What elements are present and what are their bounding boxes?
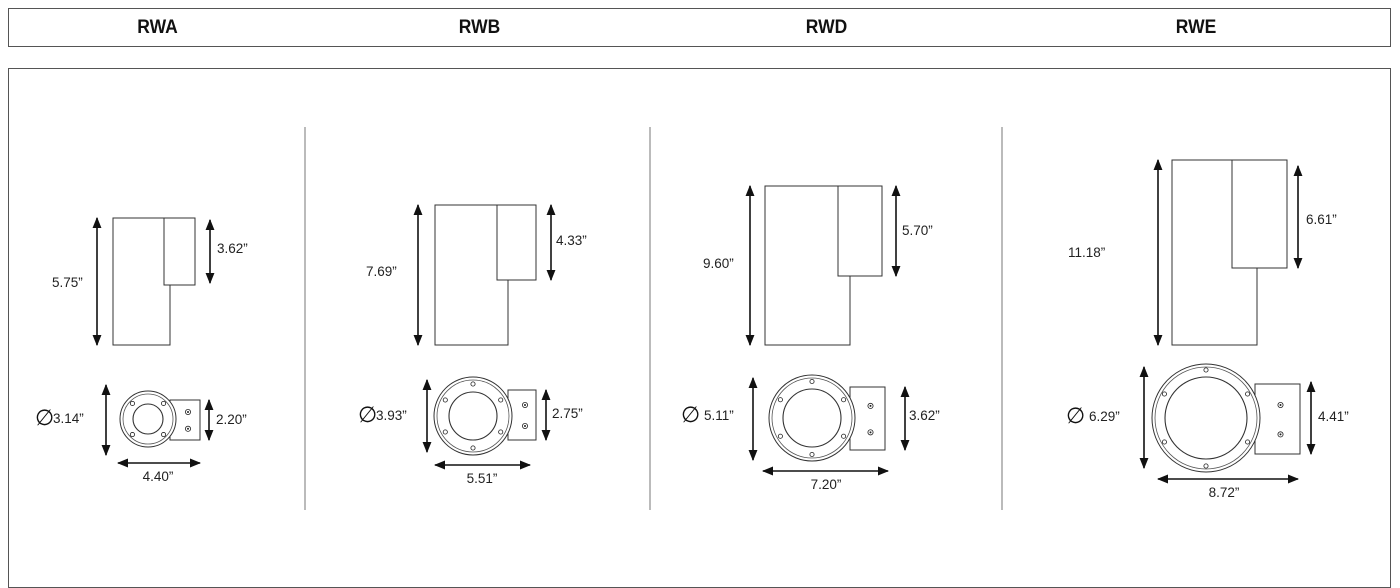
screw-icon [524, 425, 526, 427]
bolt-icon [470, 381, 476, 387]
fixture-ring-detail [436, 379, 510, 453]
depth-label: 5.51” [467, 471, 498, 486]
bolt-icon [1245, 391, 1251, 397]
dimension-drawings: 5.75”3.62”∅3.14”2.20”4.40”7.69”4.33”∅3.9… [35, 127, 1349, 510]
fixture-side-head [1231, 159, 1288, 269]
bolt-icon [1161, 391, 1167, 397]
plate-height-label: 4.41” [1318, 409, 1349, 424]
screw-icon [187, 411, 189, 413]
bolt-icon [129, 432, 135, 438]
bolt-icon [1203, 463, 1209, 469]
depth-label: 8.72” [1209, 485, 1240, 500]
diameter-symbol-icon: ∅ [35, 406, 54, 431]
height-label: 11.18” [1068, 245, 1105, 260]
bolt-icon [841, 397, 847, 403]
bolt-icon [777, 433, 783, 439]
diameter-label: 3.93” [376, 408, 407, 423]
fixture-rwe: 11.18” 6.61” ∅ 6.29” 4.41” 8.72” [1066, 158, 1349, 500]
fixture-side-body [112, 217, 171, 346]
diameter-symbol-icon: ∅ [681, 403, 700, 428]
bolt-icon [498, 397, 504, 403]
fixture-lens [1164, 376, 1248, 460]
bolt-icon [777, 397, 783, 403]
fixture-rwb: 7.69” 4.33” ∅3.93” 2.75” 5.51” [358, 203, 587, 486]
bolt-icon [1203, 367, 1209, 373]
screw-icon [869, 431, 872, 434]
height-label: 5.75” [52, 275, 83, 290]
bolt-icon [161, 432, 167, 438]
head-height-label: 4.33” [556, 233, 587, 248]
fixture-rwd: 9.60” 5.70” ∅ 5.11” 3.62” 7.20” [681, 184, 940, 492]
screw-icon [1279, 404, 1282, 406]
fixture-side-head [837, 185, 883, 277]
bolt-icon [1161, 439, 1167, 445]
fixture-ring-detail [122, 393, 174, 445]
fixture-side-head [163, 217, 196, 286]
fixture-ring-detail [1154, 366, 1258, 470]
bolt-icon [841, 433, 847, 439]
height-label: 9.60” [703, 256, 734, 271]
plate-height-label: 2.20” [216, 412, 247, 427]
screw-icon [1279, 433, 1282, 436]
bolt-icon [129, 400, 135, 406]
mounting-plate [1254, 383, 1301, 455]
depth-label: 4.40” [143, 469, 174, 484]
diameter-symbol-icon: ∅ [1066, 404, 1085, 429]
head-height-label: 5.70” [902, 223, 933, 238]
fixture-lens [448, 391, 498, 441]
model-label-rwa: RWA [137, 17, 178, 38]
head-height-label: 3.62” [217, 241, 248, 256]
fixture-drawings: 5.75”3.62”∅3.14”2.20”4.40”7.69”4.33”∅3.9… [35, 158, 1349, 500]
bolt-icon [470, 445, 476, 451]
screw-icon [187, 427, 189, 430]
fixture-rwa: 5.75” 3.62” ∅3.14” 2.20” 4.40” [35, 216, 248, 484]
screw-icon [524, 404, 526, 406]
height-label: 7.69” [366, 264, 397, 279]
screw-icon [869, 404, 872, 407]
head-height-label: 6.61” [1306, 212, 1337, 227]
bolt-icon [498, 429, 504, 435]
fixture-side-body [764, 185, 851, 346]
bolt-icon [1245, 439, 1251, 445]
fixture-lens [782, 388, 842, 448]
depth-label: 7.20” [811, 477, 842, 492]
diameter-symbol-icon: ∅ [358, 403, 377, 428]
mounting-plate [849, 386, 886, 451]
bolt-icon [442, 429, 448, 435]
model-label-rwe: RWE [1175, 17, 1217, 38]
model-label-rwb: RWB [458, 17, 501, 38]
bolt-icon [161, 400, 167, 406]
plate-height-label: 3.62” [909, 408, 940, 423]
bolt-icon [442, 397, 448, 403]
diameter-label: 3.14” [53, 411, 84, 426]
mounting-plate [507, 389, 537, 441]
fixture-side-body [434, 204, 509, 346]
model-label-rwd: RWD [805, 17, 848, 38]
model-header-bar: RWA RWB RWD RWE [8, 8, 1391, 47]
plate-height-label: 2.75” [552, 406, 583, 421]
diameter-label: 6.29” [1089, 409, 1120, 424]
bolt-icon [809, 378, 815, 384]
fixture-lens [132, 403, 164, 435]
fixture-ring-detail [771, 377, 853, 459]
bolt-icon [809, 451, 815, 457]
fixture-side-head [496, 204, 537, 281]
diameter-label: 5.11” [704, 408, 734, 423]
